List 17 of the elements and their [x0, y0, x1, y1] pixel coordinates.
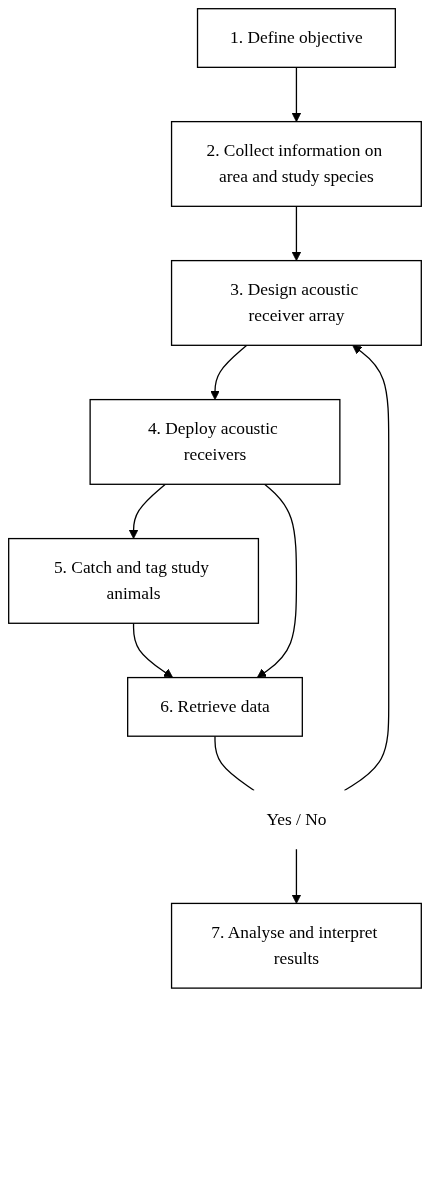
- node-text: Yes / No: [266, 810, 327, 829]
- node-box: 4. Deploy acoustic receivers: [89, 398, 341, 485]
- connector: [214, 735, 255, 792]
- arrow: [291, 66, 302, 123]
- arrow: [343, 344, 390, 792]
- node-box: 1. Define objective: [196, 8, 396, 68]
- arrow: [256, 483, 298, 678]
- arrow: [291, 848, 302, 904]
- node-box: 5. Catch and tag study animals: [8, 537, 260, 624]
- node-box: 2. Collect information on area and study species: [170, 120, 422, 207]
- arrow: [291, 205, 302, 262]
- arrow: [210, 344, 248, 401]
- node-box: 6. Retrieve data: [127, 676, 303, 737]
- arrow: [128, 483, 166, 539]
- node-box: 7. Analyse and interpret results: [170, 902, 422, 989]
- arrow: [132, 622, 174, 678]
- node-box: 3. Design acoustic receiver array: [170, 259, 422, 346]
